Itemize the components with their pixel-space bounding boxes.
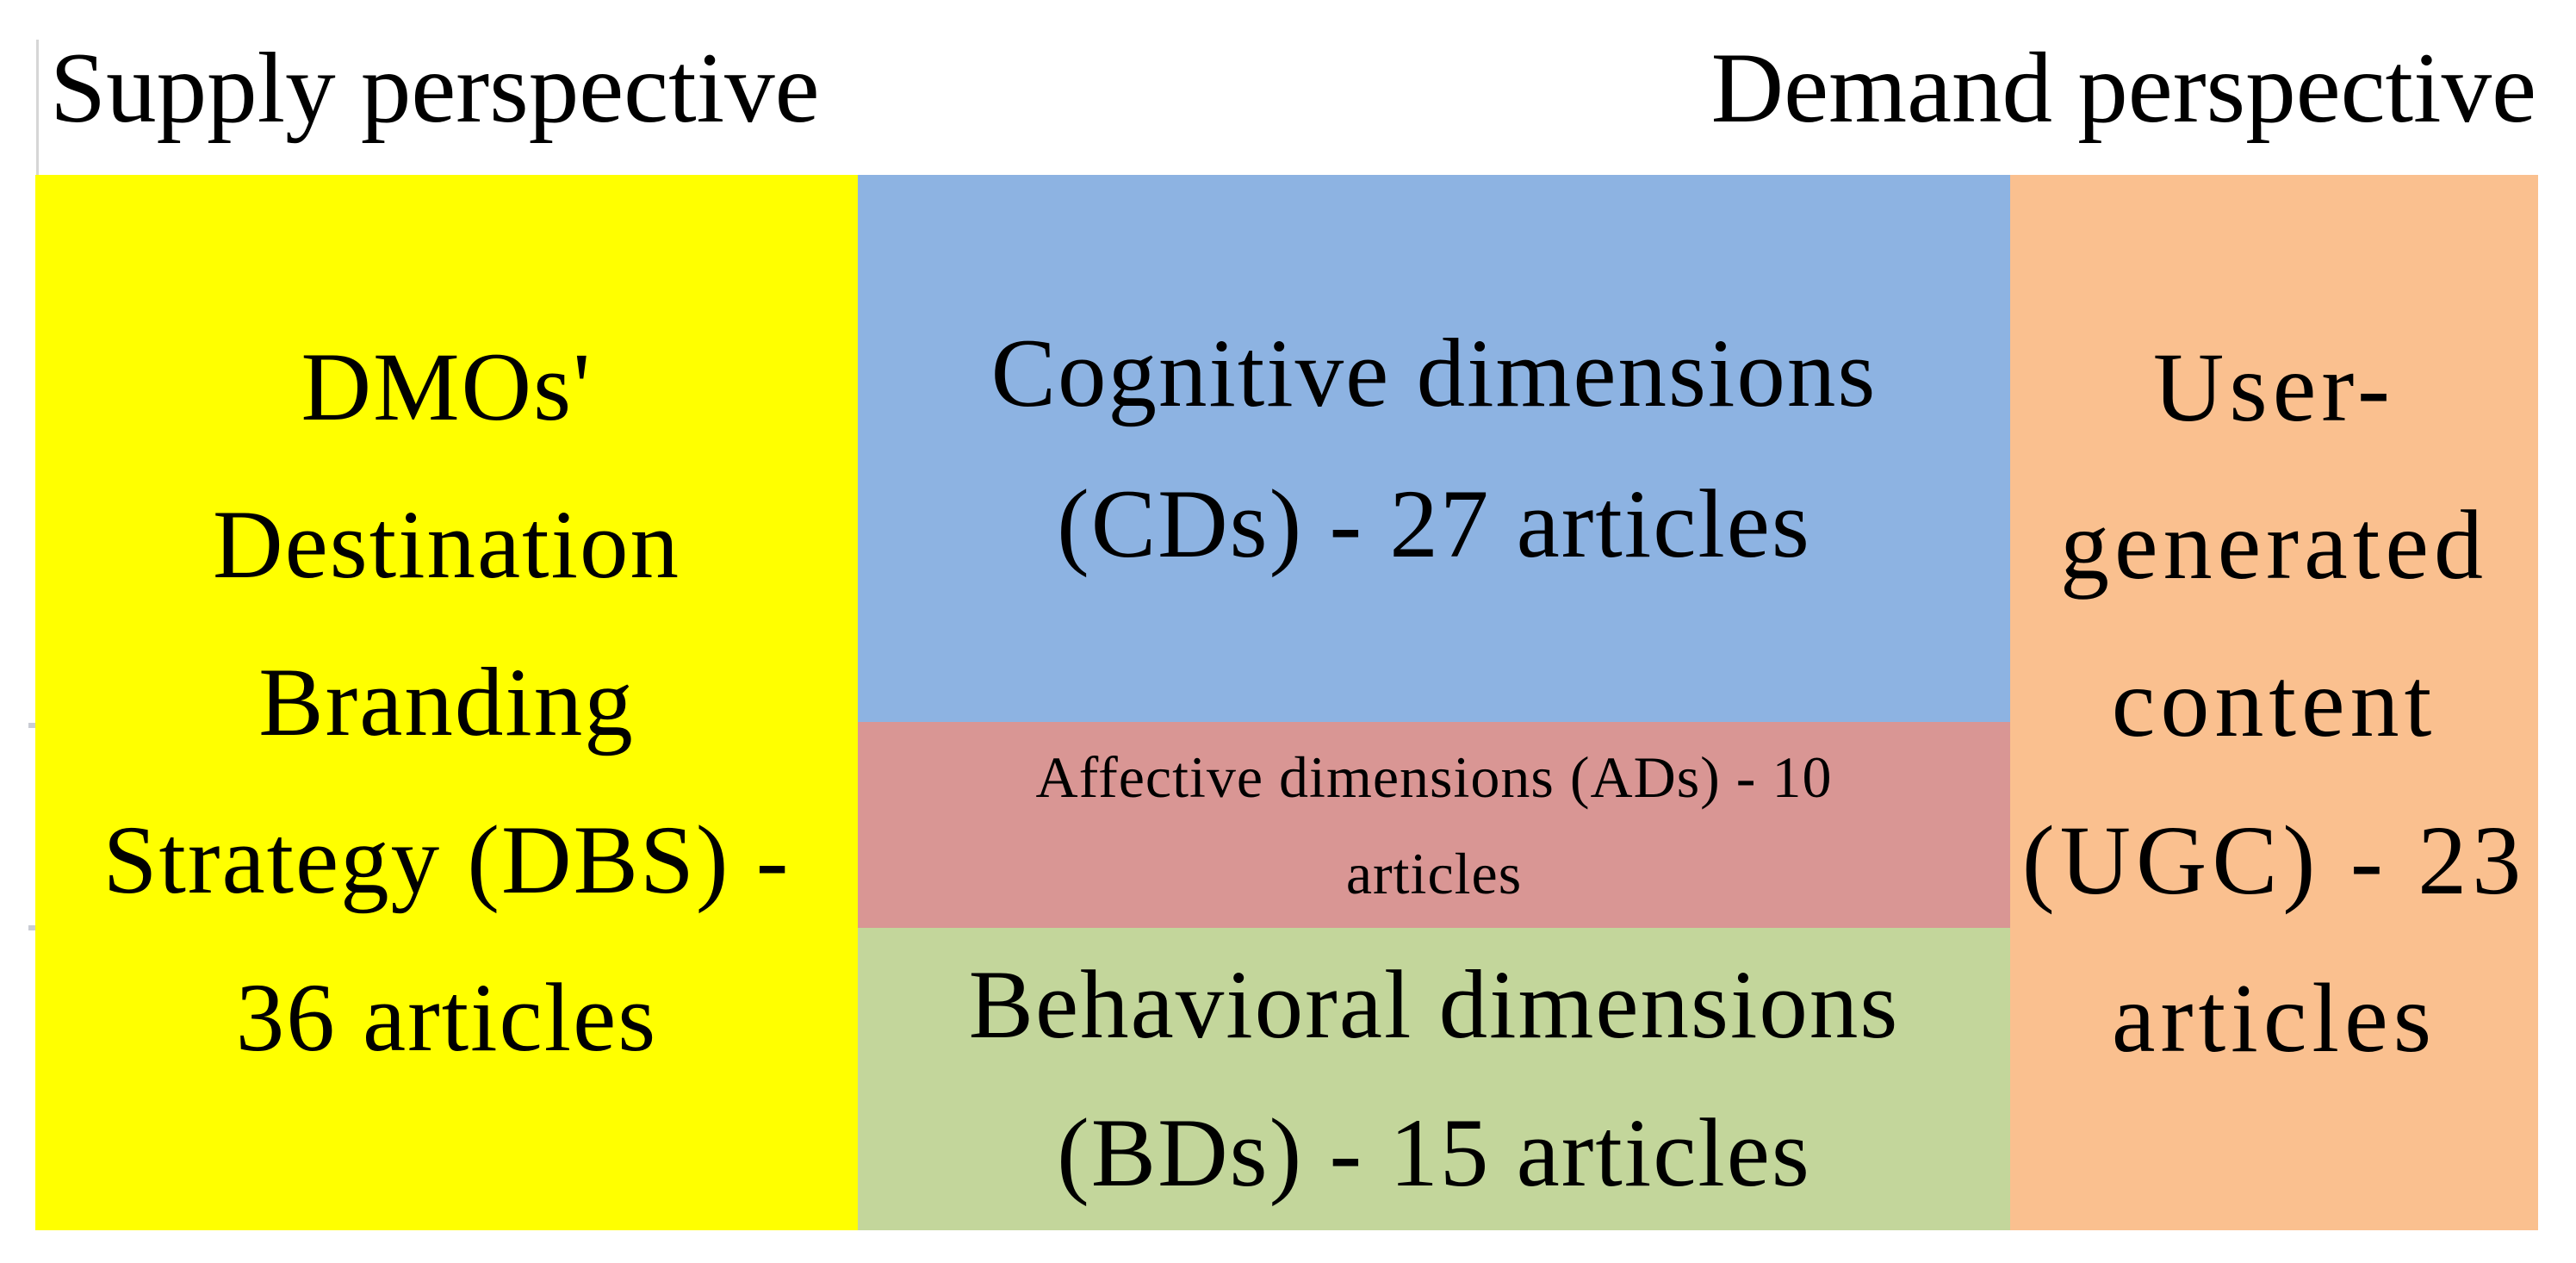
block-behavioral-dimensions: Behavioral dimensions (BDs) - 15 article… [858,928,2010,1230]
table-border-line [36,40,39,177]
block-ugc-label: User- generated content (UGC) - 23 artic… [2021,333,2527,1073]
block-dbs-label: DMOs' Destination Branding Strategy (DBS… [102,333,791,1072]
block-affective-dimensions-label: Affective dimensions (ADs) - 10 articles [1035,743,1833,906]
block-affective-dimensions: Affective dimensions (ADs) - 10 articles [858,722,2010,928]
table-border-tick-top [28,723,39,728]
supply-perspective-heading: Supply perspective [50,33,820,144]
block-dbs: DMOs' Destination Branding Strategy (DBS… [35,175,858,1230]
demand-perspective-heading: Demand perspective [1710,33,2536,144]
block-ugc: User- generated content (UGC) - 23 artic… [2010,175,2538,1230]
block-behavioral-dimensions-label: Behavioral dimensions (BDs) - 15 article… [968,950,1900,1207]
table-border-tick-bottom [28,925,39,930]
block-cognitive-dimensions-label: Cognitive dimensions (CDs) - 27 articles [990,319,1878,578]
block-cognitive-dimensions: Cognitive dimensions (CDs) - 27 articles [858,175,2010,722]
